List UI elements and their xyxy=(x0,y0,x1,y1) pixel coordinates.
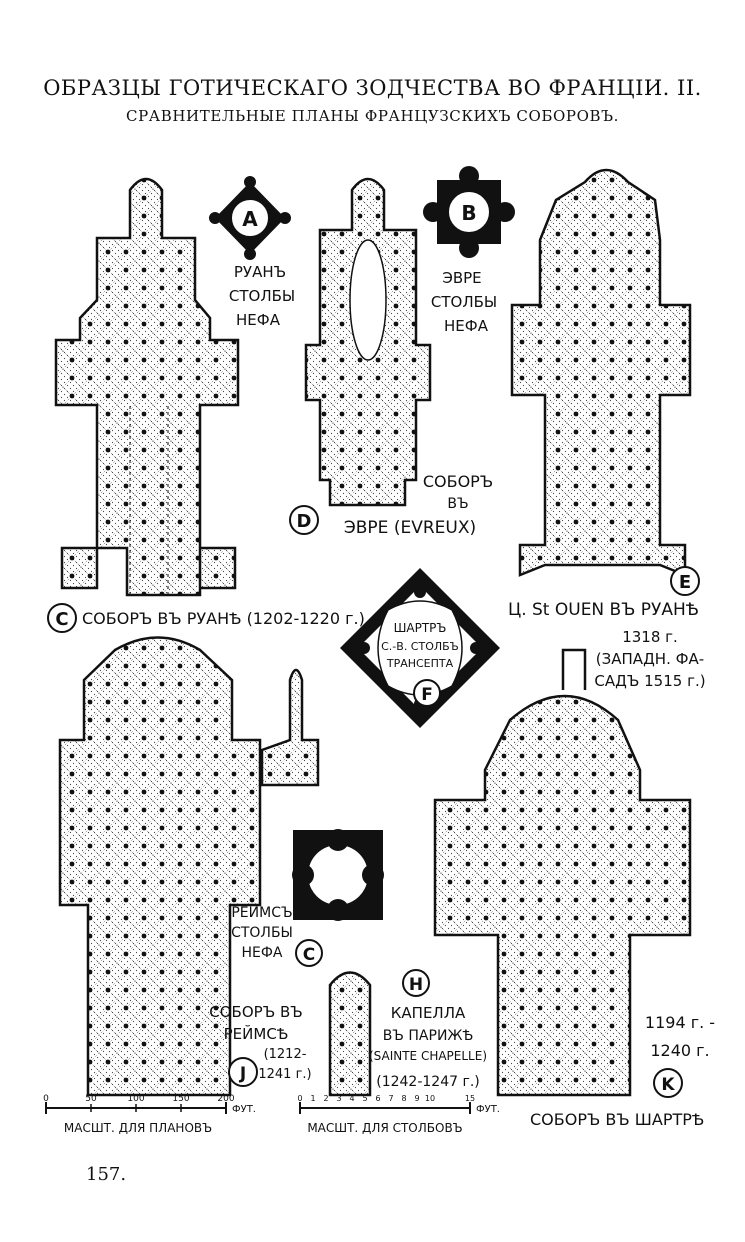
scale-piers-tick-9: 9 xyxy=(414,1094,419,1103)
plan-letter-h: H xyxy=(409,975,423,995)
page-title: ОБРАЗЦЫ ГОТИЧЕСКАГО ЗОДЧЕСТВА ВО ФРАНЦІИ… xyxy=(43,76,702,100)
scale-piers-tick-6: 6 xyxy=(375,1094,380,1103)
plan-letter-b: B xyxy=(461,201,476,225)
label-a-line3: НЕФА xyxy=(236,311,281,329)
label-j-years1: (1212- xyxy=(264,1047,307,1062)
caption-chartres: СОБОРЪ ВЪ ШАРТРѢ xyxy=(530,1110,704,1129)
label-b-line1: ЭВРЕ xyxy=(442,269,481,287)
scale-piers-tick-5: 5 xyxy=(362,1094,367,1103)
scale-piers-tick-1: 1 xyxy=(310,1094,315,1103)
label-a-line1: РУАНЪ xyxy=(234,263,286,281)
plan-st-ouen xyxy=(510,168,692,577)
scale-piers-label: МАСШТ. ДЛЯ СТОЛБОВЪ xyxy=(307,1121,462,1135)
plan-chartres xyxy=(433,648,692,1097)
pier-reims xyxy=(292,829,384,921)
scale-piers-tick-7: 7 xyxy=(388,1094,393,1103)
scale-plans-tick-100: 100 xyxy=(127,1094,144,1104)
scale-plans-unit: ФУТ. xyxy=(232,1104,256,1115)
label-e-line1: 1318 г. xyxy=(622,628,678,646)
scale-plans-label: МАСШТ. ДЛЯ ПЛАНОВЪ xyxy=(64,1121,212,1135)
scale-piers-tick-2: 2 xyxy=(323,1094,328,1103)
label-j-line2: РЕЙМСѢ xyxy=(224,1024,289,1043)
plan-letter-j: J xyxy=(239,1064,246,1084)
plan-letter-k: K xyxy=(661,1075,675,1095)
pier-evreux: B xyxy=(423,166,515,258)
label-b-line3: НЕФА xyxy=(444,317,489,335)
label-h-line1: КАПЕЛЛА xyxy=(391,1004,466,1022)
label-e-line2: (ЗАПАДН. ФА- xyxy=(596,650,704,668)
plan-letter-e: E xyxy=(679,572,691,593)
label-d-line2: ВЪ xyxy=(447,496,468,512)
label-reims-pier-line2: СТОЛБЫ xyxy=(231,925,293,941)
caption-evreux: ЭВРЕ (EVREUX) xyxy=(344,518,476,538)
scale-piers-tick-3: 3 xyxy=(336,1094,341,1103)
scale-piers-unit: ФУТ. xyxy=(476,1104,500,1115)
scale-piers-tick-4: 4 xyxy=(349,1094,354,1103)
label-reims-pier-line1: РЕЙМСЪ xyxy=(231,903,292,921)
label-e-line3: САДЪ 1515 г.) xyxy=(594,672,705,690)
plan-letter-f: F xyxy=(421,685,433,705)
scale-piers: 0 1 2 3 4 5 6 7 8 9 10 15 ФУТ. МАСШТ. ДЛ… xyxy=(297,1094,500,1135)
scale-plans-tick-50: 50 xyxy=(85,1094,97,1104)
label-f-line3: ТРАНСЕПТА xyxy=(386,657,454,670)
scale-piers-tick-15: 15 xyxy=(465,1094,475,1103)
label-h-line2: ВЪ ПАРИЖѢ xyxy=(383,1028,474,1044)
label-f-line1: ШАРТРЪ xyxy=(394,621,447,635)
label-b-line2: СТОЛБЫ xyxy=(431,293,497,311)
label-f-line2: С.-В. СТОЛБЪ xyxy=(381,640,459,653)
scale-piers-tick-0: 0 xyxy=(297,1094,302,1103)
page-subtitle: СРАВНИТЕЛЬНЫЕ ПЛАНЫ ФРАНЦУЗСКИХЪ СОБОРОВ… xyxy=(126,107,619,125)
scale-plans-tick-0: 0 xyxy=(43,1094,49,1104)
label-d-line1: СОБОРЪ xyxy=(423,472,493,491)
scale-piers-tick-8: 8 xyxy=(401,1094,406,1103)
pier-rouen: A xyxy=(209,176,291,260)
scale-plans-tick-150: 150 xyxy=(172,1094,189,1104)
plan-rouen xyxy=(54,177,240,597)
plan-letter-c: C xyxy=(55,609,68,630)
plan-reims xyxy=(58,636,320,1097)
scale-plans: 0 50 100 150 200 ФУТ. МАСШТ. ДЛЯ ПЛАНОВЪ xyxy=(43,1094,256,1135)
page-number: 157. xyxy=(86,1164,127,1185)
label-k-line2: 1240 г. xyxy=(650,1041,709,1060)
scale-piers-tick-10: 10 xyxy=(425,1094,435,1103)
label-j-years2: 1241 г.) xyxy=(258,1067,311,1082)
label-h-line3: (SAINTE CHAPELLE) xyxy=(369,1049,487,1063)
plan-letter-d: D xyxy=(297,511,312,532)
plan-letter-c-reims: C xyxy=(303,945,315,965)
label-h-line4: (1242-1247 г.) xyxy=(376,1074,480,1090)
caption-rouen: СОБОРЪ ВЪ РУАНѢ (1202-1220 г.) xyxy=(82,609,365,628)
plan-sainte-chapelle xyxy=(328,971,372,1097)
plan-letter-a: A xyxy=(242,207,258,231)
label-reims-pier-line3: НЕФА xyxy=(241,945,282,961)
plan-evreux xyxy=(304,177,432,507)
caption-st-ouen: Ц. St OUEN ВЪ РУАНѢ xyxy=(508,600,699,620)
scale-plans-tick-200: 200 xyxy=(217,1094,234,1104)
label-j-line1: СОБОРЪ ВЪ xyxy=(209,1003,302,1021)
label-a-line2: СТОЛБЫ xyxy=(229,287,295,305)
pier-chartres xyxy=(340,568,500,728)
label-k-line1: 1194 г. - xyxy=(645,1013,715,1032)
